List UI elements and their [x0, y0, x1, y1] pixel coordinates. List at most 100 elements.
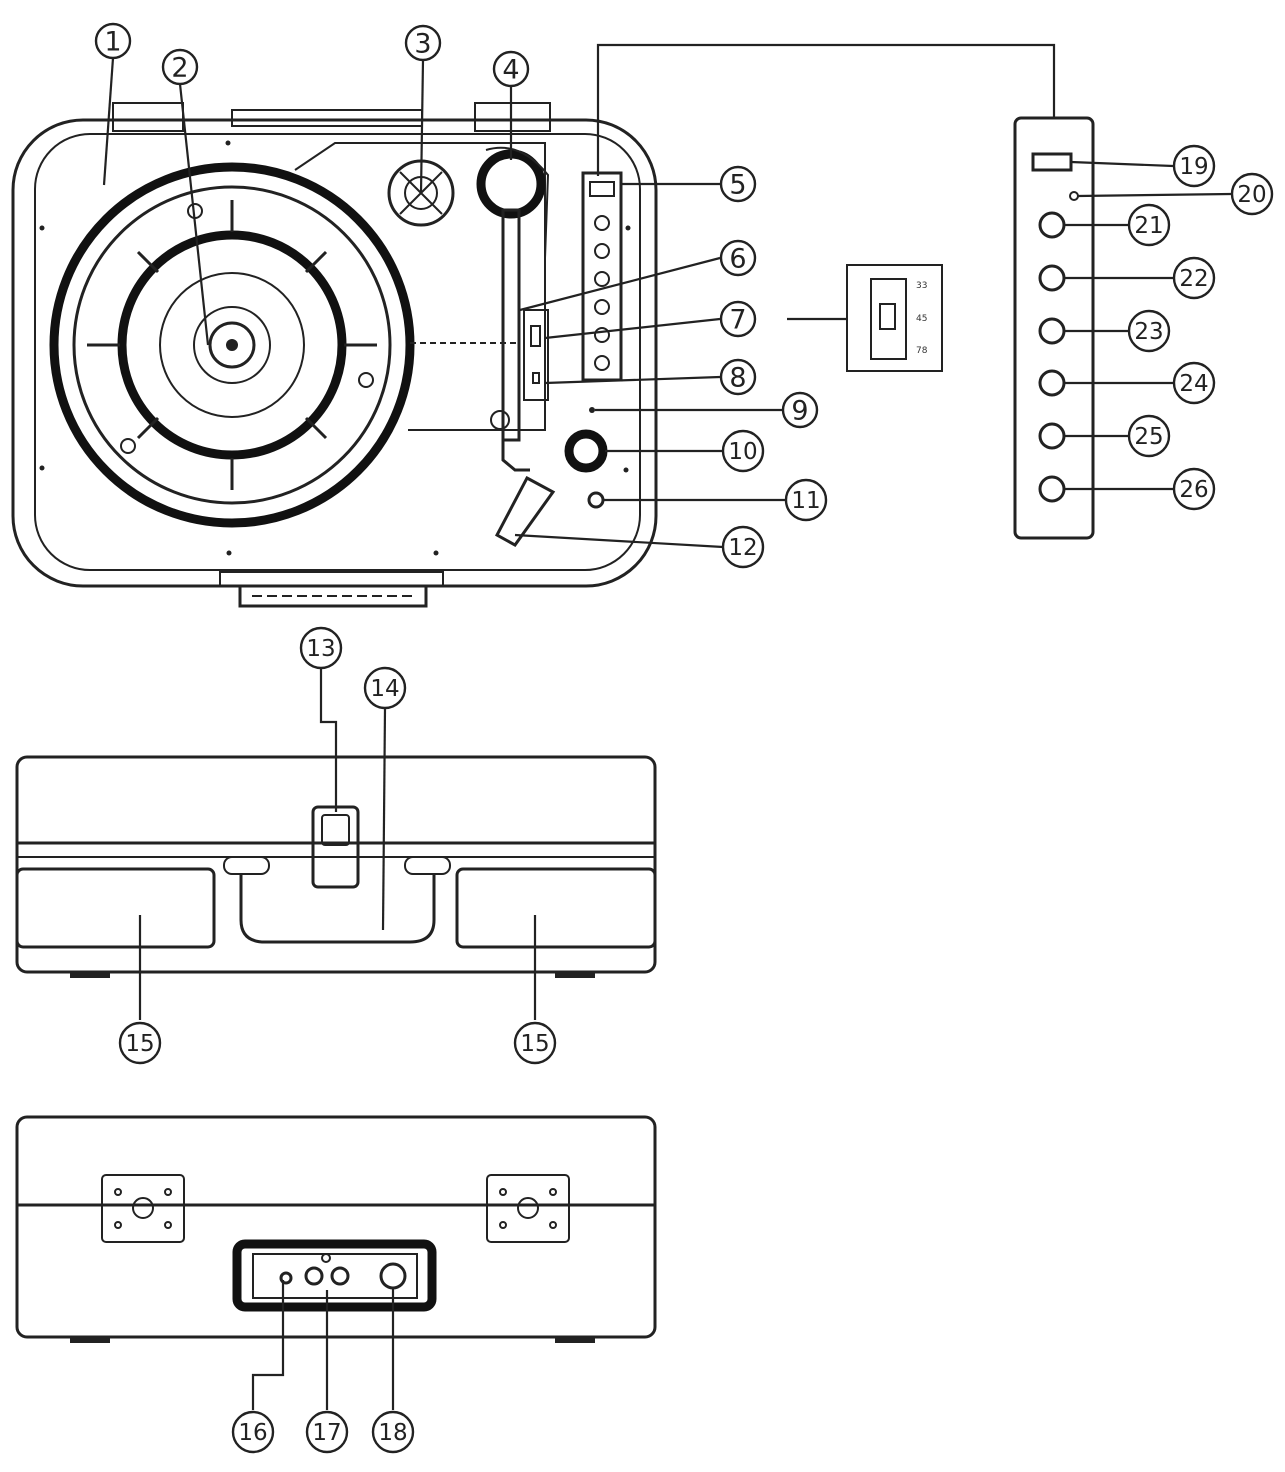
- callout-label: 5: [729, 170, 746, 201]
- callout-label: 13: [306, 636, 335, 662]
- control-button: [594, 299, 610, 315]
- side-panel: [1013, 116, 1095, 540]
- callout-5: 5: [719, 165, 757, 203]
- callout-label: 22: [1179, 266, 1208, 292]
- control-button: [594, 327, 610, 343]
- platter-hole: [120, 438, 136, 454]
- case-inner: [34, 133, 641, 571]
- callout-9: 9: [781, 391, 819, 429]
- callout-label: 26: [1179, 477, 1208, 503]
- platter-radial-marks: [87, 200, 377, 490]
- hinge-right-top: [474, 102, 551, 132]
- callout-label: 8: [729, 363, 746, 394]
- side-panel-frame: [1013, 116, 1095, 540]
- platter-rim: [49, 162, 415, 528]
- callout-16: 16: [231, 1410, 275, 1454]
- side-button: [1038, 475, 1066, 503]
- handle-mount-left: [223, 856, 270, 875]
- handle: [239, 874, 436, 944]
- counterweight: [476, 149, 546, 219]
- callout-2: 2: [161, 48, 199, 86]
- top-edge-plate: [231, 109, 423, 127]
- callout-label: 4: [502, 55, 519, 86]
- callout-22: 22: [1172, 256, 1216, 300]
- control-button: [594, 243, 610, 259]
- control-button: [594, 271, 610, 287]
- case-outer: [11, 118, 658, 588]
- handle-mount-right: [404, 856, 451, 875]
- callout-label: 7: [729, 305, 746, 336]
- rear-view: [15, 1115, 657, 1343]
- control-strip: [581, 171, 623, 382]
- callout-10: 10: [721, 429, 765, 473]
- top-view: [11, 102, 658, 608]
- callout-label: 24: [1179, 371, 1208, 397]
- callout-12: 12: [721, 525, 765, 569]
- side-button: [1038, 317, 1066, 345]
- usb-port: [589, 181, 615, 197]
- speed-label-45: 45: [916, 314, 927, 324]
- callout-label: 23: [1134, 319, 1163, 345]
- dc-jack: [279, 1271, 293, 1285]
- cue-lever: [523, 309, 549, 401]
- callout-6: 6: [719, 239, 757, 277]
- hinge-left: [101, 1174, 185, 1243]
- callout-19: 19: [1172, 144, 1216, 188]
- speaker-right: [455, 867, 657, 949]
- hinge-right: [486, 1174, 570, 1243]
- tonearm-shaft: [501, 208, 521, 442]
- callout-14: 14: [363, 666, 407, 710]
- callout-25: 25: [1127, 414, 1171, 458]
- callout-18: 18: [371, 1410, 415, 1454]
- latch: [311, 805, 360, 889]
- callout-26: 26: [1172, 467, 1216, 511]
- callout-label: 12: [728, 535, 757, 561]
- tonearm-pivot: [490, 410, 510, 430]
- platter-ring: [72, 185, 392, 505]
- callout-3: 3: [404, 24, 442, 62]
- side-button: [1038, 211, 1066, 239]
- rca-right: [330, 1266, 350, 1286]
- cue-lever-knob: [530, 325, 541, 347]
- callout-label: 9: [791, 396, 808, 427]
- speaker-left: [15, 867, 216, 949]
- side-indicator: [1069, 191, 1079, 201]
- volume-knob: [564, 429, 608, 473]
- callout-15-left: 15: [118, 1021, 162, 1065]
- side-button: [1038, 422, 1066, 450]
- handle-top: [238, 584, 428, 608]
- control-button: [594, 355, 610, 371]
- callout-label: 21: [1134, 213, 1163, 239]
- callout-label: 11: [791, 488, 820, 514]
- speed-switch-slider: [879, 303, 896, 330]
- rca-left: [304, 1266, 324, 1286]
- callout-21: 21: [1127, 203, 1171, 247]
- callout-label: 25: [1134, 424, 1163, 450]
- latch-plate: [219, 571, 444, 587]
- headshell-neck: [501, 440, 530, 472]
- callout-label: 16: [238, 1420, 267, 1446]
- auto-stop: [532, 372, 540, 384]
- leader-lines: [102, 57, 1232, 1410]
- label-ring: [117, 230, 347, 460]
- callout-13: 13: [299, 626, 343, 670]
- speed-switch-slot: [870, 278, 907, 360]
- speed-label-33: 33: [916, 281, 927, 291]
- side-button: [1038, 264, 1066, 292]
- callout-label: 15: [125, 1031, 154, 1057]
- headphone-jack: [587, 491, 605, 509]
- hinge-left-top: [112, 102, 184, 132]
- callout-label: 14: [370, 676, 399, 702]
- callout-23: 23: [1127, 309, 1171, 353]
- callout-7: 7: [719, 300, 757, 338]
- tonearm-base: [485, 146, 550, 259]
- speed-switch-inset: 33 45 78: [846, 264, 943, 372]
- spindle-ring: [193, 306, 271, 384]
- rear-case: [15, 1115, 657, 1339]
- callout-label: 19: [1179, 154, 1208, 180]
- platter-hole: [358, 372, 374, 388]
- spindle-collar: [208, 321, 256, 369]
- callout-label: 10: [728, 439, 757, 465]
- callout-4: 4: [492, 50, 530, 88]
- callout-label: 17: [312, 1420, 341, 1446]
